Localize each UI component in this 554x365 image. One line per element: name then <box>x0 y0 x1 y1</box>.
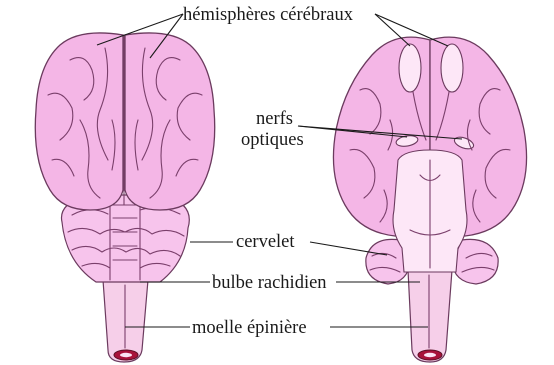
dorsal-view-brain <box>35 33 214 362</box>
dorsal-left-hemisphere <box>35 33 123 210</box>
ventral-view-brain <box>333 37 526 362</box>
ventral-spinal-cord <box>408 270 452 362</box>
label-optic-nerves-line2: optiques <box>241 130 304 150</box>
ventral-olfactory-bulb-left <box>399 44 421 92</box>
label-cerebellum: cervelet <box>236 232 295 252</box>
label-hemispheres: hémisphères cérébraux <box>183 5 354 25</box>
label-optic-nerves-line1: nerfs <box>256 109 293 129</box>
dorsal-right-hemisphere <box>125 33 215 210</box>
label-medulla: bulbe rachidien <box>212 273 327 293</box>
ventral-olfactory-bulb-right <box>441 44 463 92</box>
label-spinal-cord: moelle épinière <box>192 318 307 338</box>
